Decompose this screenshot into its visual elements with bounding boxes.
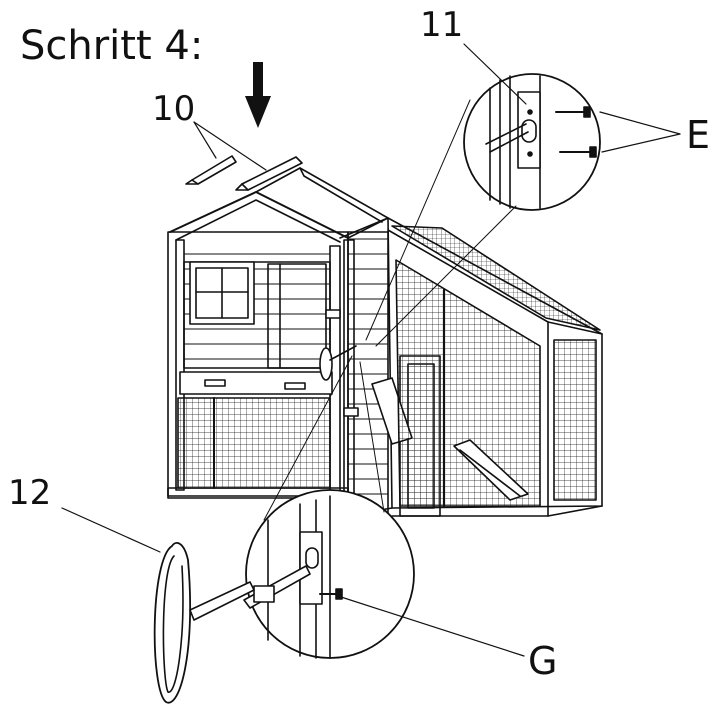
screw-icon — [559, 146, 597, 158]
zoom-detail-top — [463, 73, 601, 211]
part-label-e: E — [686, 113, 711, 157]
hutch-run — [387, 217, 603, 517]
screw-icon — [319, 588, 343, 600]
leader-10 — [193, 121, 267, 171]
crank-handle-part-12 — [153, 542, 255, 704]
down-arrow-icon — [245, 62, 271, 128]
zoom-detail-bottom — [243, 489, 415, 659]
leader-11 — [463, 43, 527, 105]
projection-lines-bottom — [263, 355, 385, 521]
screw-icon — [555, 106, 591, 118]
step-title: Schritt 4: — [20, 23, 204, 69]
crank-in-hutch — [319, 345, 357, 381]
part-label-11: 11 — [420, 5, 464, 45]
projection-lines-top — [365, 99, 517, 347]
dowel-part-10 — [185, 155, 303, 191]
leader-12 — [61, 507, 161, 553]
part-label-12: 12 — [8, 473, 52, 513]
part-label-g: G — [528, 639, 558, 683]
leader-e — [599, 111, 681, 153]
leader-g — [337, 595, 525, 657]
part-label-10: 10 — [152, 89, 196, 129]
hutch-house — [167, 167, 389, 499]
window — [189, 261, 255, 325]
